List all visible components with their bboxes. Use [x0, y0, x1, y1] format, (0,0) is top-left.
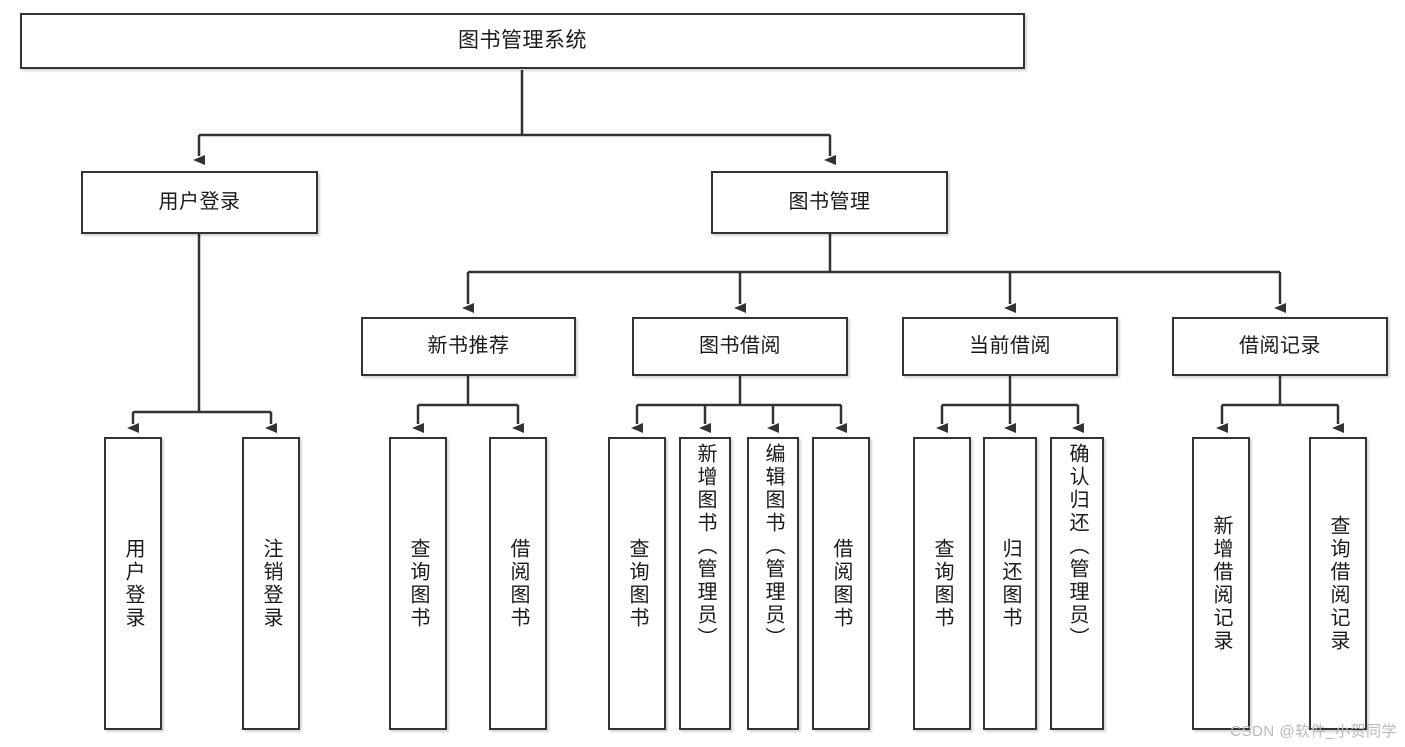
- leaf-query-book-1[interactable]: 查询图书: [389, 437, 447, 730]
- node-current-borrow[interactable]: 当前借阅: [902, 317, 1118, 376]
- leaf-query-record[interactable]: 查询借阅记录: [1309, 437, 1367, 730]
- node-label: 新书推荐: [427, 335, 510, 357]
- node-label: 新增借阅记录: [1210, 514, 1232, 653]
- leaf-edit-book[interactable]: 编辑图书（管理员）: [747, 437, 799, 730]
- node-book-borrow[interactable]: 图书借阅: [632, 317, 848, 376]
- node-label: 借阅图书: [507, 537, 529, 630]
- node-label: 借阅图书: [830, 537, 852, 630]
- node-label: 查询图书: [931, 537, 953, 630]
- node-user-login[interactable]: 用户登录: [81, 171, 318, 234]
- leaf-user-login[interactable]: 用户登录: [104, 437, 162, 730]
- node-label: 编辑图书（管理员）: [762, 443, 784, 650]
- node-label: 图书借阅: [699, 335, 781, 357]
- leaf-logout-login[interactable]: 注销登录: [242, 437, 300, 730]
- leaf-borrow-book-1[interactable]: 借阅图书: [489, 437, 547, 730]
- node-borrow-record[interactable]: 借阅记录: [1172, 317, 1388, 376]
- node-label: 图书管理系统: [458, 28, 587, 52]
- watermark-text: CSDN @软件_小贺同学: [1230, 723, 1397, 740]
- node-book-management[interactable]: 图书管理: [711, 171, 948, 234]
- node-label: 查询图书: [407, 537, 429, 630]
- node-label: 查询图书: [626, 537, 648, 630]
- leaf-confirm-return[interactable]: 确认归还（管理员）: [1050, 437, 1104, 730]
- node-root-system[interactable]: 图书管理系统: [20, 13, 1025, 69]
- node-label: 借阅记录: [1239, 335, 1321, 357]
- node-label: 新增图书（管理员）: [694, 443, 716, 650]
- node-label: 注销登录: [260, 537, 282, 630]
- node-label: 当前借阅: [969, 335, 1051, 357]
- leaf-return-book[interactable]: 归还图书: [983, 437, 1037, 730]
- node-label: 图书管理: [788, 191, 871, 213]
- leaf-add-book[interactable]: 新增图书（管理员）: [679, 437, 731, 730]
- leaf-borrow-book-2[interactable]: 借阅图书: [812, 437, 870, 730]
- leaf-query-book-3[interactable]: 查询图书: [913, 437, 971, 730]
- node-label: 用户登录: [122, 537, 144, 630]
- leaf-query-book-2[interactable]: 查询图书: [608, 437, 666, 730]
- node-label: 查询借阅记录: [1327, 514, 1349, 653]
- node-label: 归还图书: [999, 537, 1021, 630]
- node-label: 用户登录: [158, 191, 241, 213]
- leaf-add-record[interactable]: 新增借阅记录: [1192, 437, 1250, 730]
- node-label: 确认归还（管理员）: [1066, 443, 1088, 650]
- node-new-book-recommend[interactable]: 新书推荐: [361, 317, 576, 376]
